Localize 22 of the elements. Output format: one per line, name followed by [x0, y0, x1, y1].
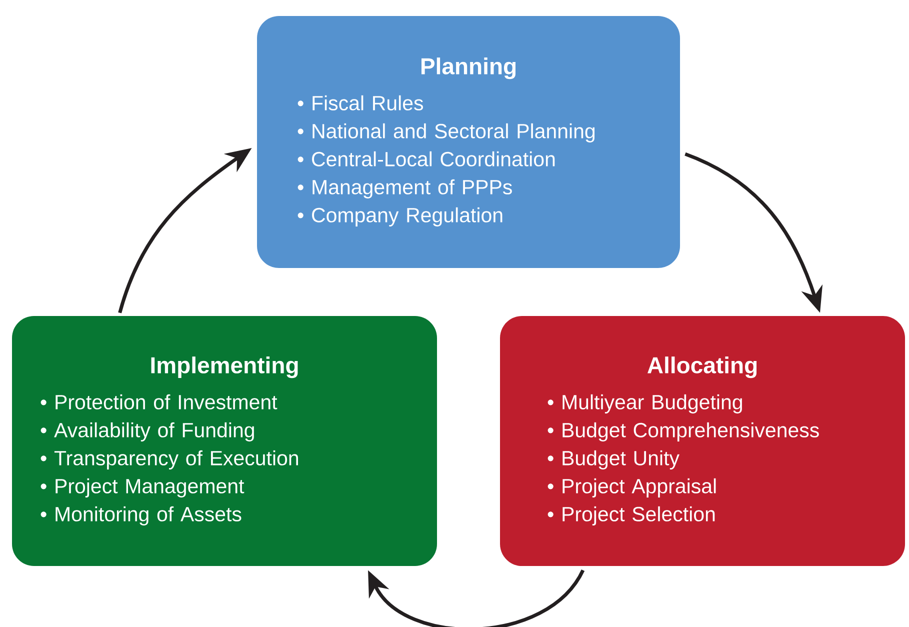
bullet-item: • Budget Comprehensiveness [548, 422, 819, 442]
box-heading: Allocating [648, 356, 757, 378]
bullet-item: • Monitoring of Assets [40, 506, 242, 526]
bullet-item: • Project Appraisal [548, 478, 716, 498]
bullet-item: • Protection of Investment [40, 394, 278, 410]
box-heading: Implementing [151, 356, 298, 378]
bullet-item: • Multiyear Budgeting [548, 394, 742, 414]
stage-box [12, 316, 437, 566]
bullet-item: • Management of PPPs [298, 179, 512, 198]
bullet-item: • Budget Unity [548, 450, 680, 470]
box-heading: Planning [422, 58, 516, 80]
bullet-item: • Company Regulation [298, 207, 502, 226]
stage-box [257, 16, 680, 268]
bullet-item: • Project Management [40, 478, 244, 498]
bullet-item: • National and Sectoral Planning [298, 123, 595, 142]
bullet-item: • Project Selection [548, 506, 715, 526]
bullet-item: • Availability of Funding [40, 422, 254, 442]
bullet-item: • Central-Local Coordination [298, 151, 555, 166]
bullet-item: • Fiscal Rules [298, 95, 423, 110]
stage-box [500, 316, 905, 566]
arrow [368, 569, 584, 627]
bullet-item: • Transparency of Execution [40, 450, 298, 470]
